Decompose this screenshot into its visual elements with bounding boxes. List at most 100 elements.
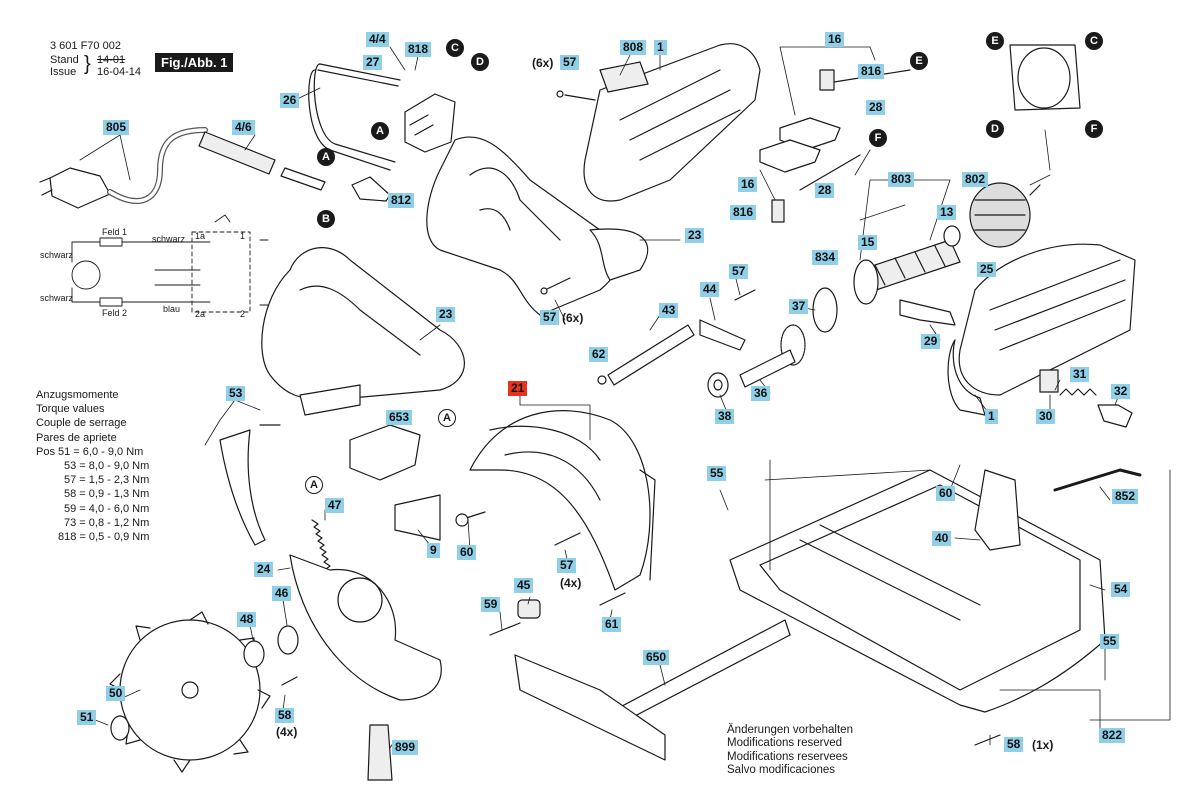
washers <box>110 625 299 741</box>
part-callout: 803 <box>888 172 915 187</box>
part-callout: 1 <box>985 409 998 424</box>
spindle-lock <box>349 424 421 481</box>
switch-part <box>404 93 456 153</box>
connector-marker: E <box>986 32 1004 50</box>
part-callout: 37 <box>789 299 809 314</box>
parallel-guide <box>514 619 791 761</box>
part-callout: 4/4 <box>366 32 389 47</box>
armature <box>853 225 961 305</box>
connector-marker: A <box>371 122 389 140</box>
end-plate <box>1009 44 1081 111</box>
motor-housing-top <box>583 43 761 202</box>
part-callout: 60 <box>936 486 956 501</box>
schematic-label: Feld 1 <box>102 227 128 237</box>
connector-marker: F <box>869 129 887 147</box>
blade-guard <box>469 410 656 591</box>
part-callout: 38 <box>715 409 735 424</box>
base-plate <box>729 469 1106 713</box>
part-callout: 27 <box>363 55 383 70</box>
torque-line: 818 = 0,5 - 0,9 Nm <box>58 531 150 544</box>
modifications-note: Änderungen vorbehalten Modifications res… <box>727 724 853 777</box>
handle-shell-upper <box>426 136 649 316</box>
part-callout: 31 <box>1070 367 1090 382</box>
part-callout: 55 <box>707 466 727 481</box>
schematic-label: schwarz <box>152 234 186 244</box>
connector-marker: F <box>1085 120 1103 138</box>
power-cord <box>39 127 326 209</box>
part-callout: 43 <box>659 303 679 318</box>
part-callout: 58 <box>275 708 295 723</box>
handle-lower <box>261 247 465 416</box>
part-callout: 57 <box>560 55 580 70</box>
connector-marker: C <box>1085 32 1103 50</box>
part-callout: 46 <box>272 586 292 601</box>
part-callout: 44 <box>700 282 720 297</box>
torque-table: Anzugsmomente Torque values Couple de se… <box>36 388 149 544</box>
schematic-label: blau <box>163 304 181 314</box>
part-callout: 62 <box>589 347 609 362</box>
part-callout: 805 <box>103 120 130 135</box>
strain-relief <box>351 176 391 202</box>
connector-marker: C <box>446 39 464 57</box>
part-callout: 54 <box>1111 582 1131 597</box>
stand-label: Stand <box>50 54 79 66</box>
figure-label: Fig./Abb. 1 <box>155 53 234 72</box>
wiring-schematic <box>71 214 269 313</box>
mods-line: Modifications reserved <box>727 737 843 750</box>
part-callout: 28 <box>866 100 886 115</box>
brush-holders <box>759 69 911 223</box>
quantity-label: (6x) <box>532 56 554 70</box>
part-callout-highlighted: 21 <box>508 381 528 396</box>
part-callout: 816 <box>730 205 757 220</box>
torque-line: Couple de serrage <box>36 417 127 430</box>
part-callout: 16 <box>825 32 845 47</box>
quantity-label: (6x) <box>562 311 584 325</box>
part-callout: 816 <box>858 64 885 79</box>
part-callout: 23 <box>436 307 456 322</box>
deflector <box>394 494 441 541</box>
part-callout: 61 <box>602 617 622 632</box>
part-callout: 808 <box>620 40 647 55</box>
part-callout: 32 <box>1111 384 1131 399</box>
doc-number: 3 601 F70 002 <box>50 40 121 52</box>
old-date: 14-01 <box>97 54 126 66</box>
connector-marker: E <box>910 52 928 70</box>
part-callout: 29 <box>921 334 941 349</box>
torque-line: Torque values <box>36 403 105 416</box>
part-callout: 60 <box>457 545 477 560</box>
gear-assembly <box>707 287 838 398</box>
part-callout: 57 <box>540 310 560 325</box>
part-callout: 24 <box>254 562 274 577</box>
connector-marker-open: A <box>438 409 456 427</box>
torque-line: Pares de apriete <box>36 431 117 444</box>
torque-line: Anzugsmomente <box>36 389 119 401</box>
part-callout: 57 <box>729 264 749 279</box>
schematic-label: schwarz <box>40 293 74 303</box>
new-date: 16-04-14 <box>97 66 142 78</box>
connector-marker: A <box>317 148 335 166</box>
grease-tube <box>367 724 393 781</box>
shaft-lever <box>597 319 746 386</box>
part-callout: 59 <box>481 597 501 612</box>
torque-line: 57 = 1,5 - 2,3 Nm <box>64 474 150 487</box>
quantity-label: (1x) <box>1032 738 1054 752</box>
part-callout: 58 <box>1004 737 1024 752</box>
part-callout: 30 <box>1036 409 1056 424</box>
part-callout: 822 <box>1099 728 1126 743</box>
schematic-label: 1a <box>195 231 206 241</box>
mods-line: Modifications reservees <box>727 750 848 763</box>
quantity-label: (4x) <box>276 725 298 739</box>
brace-glyph: } <box>84 53 91 75</box>
screws <box>259 90 1001 746</box>
connector-marker: B <box>317 210 335 228</box>
schematic-label: schwarz <box>40 250 74 260</box>
part-callout: 45 <box>514 578 534 593</box>
stator <box>969 182 1041 248</box>
saw-blade <box>109 611 271 773</box>
part-callout: 53 <box>226 386 246 401</box>
mods-line: Salvo modificaciones <box>727 763 836 776</box>
issue-label: Issue <box>50 66 77 78</box>
part-callout: 25 <box>977 262 997 277</box>
bushing <box>517 599 541 619</box>
